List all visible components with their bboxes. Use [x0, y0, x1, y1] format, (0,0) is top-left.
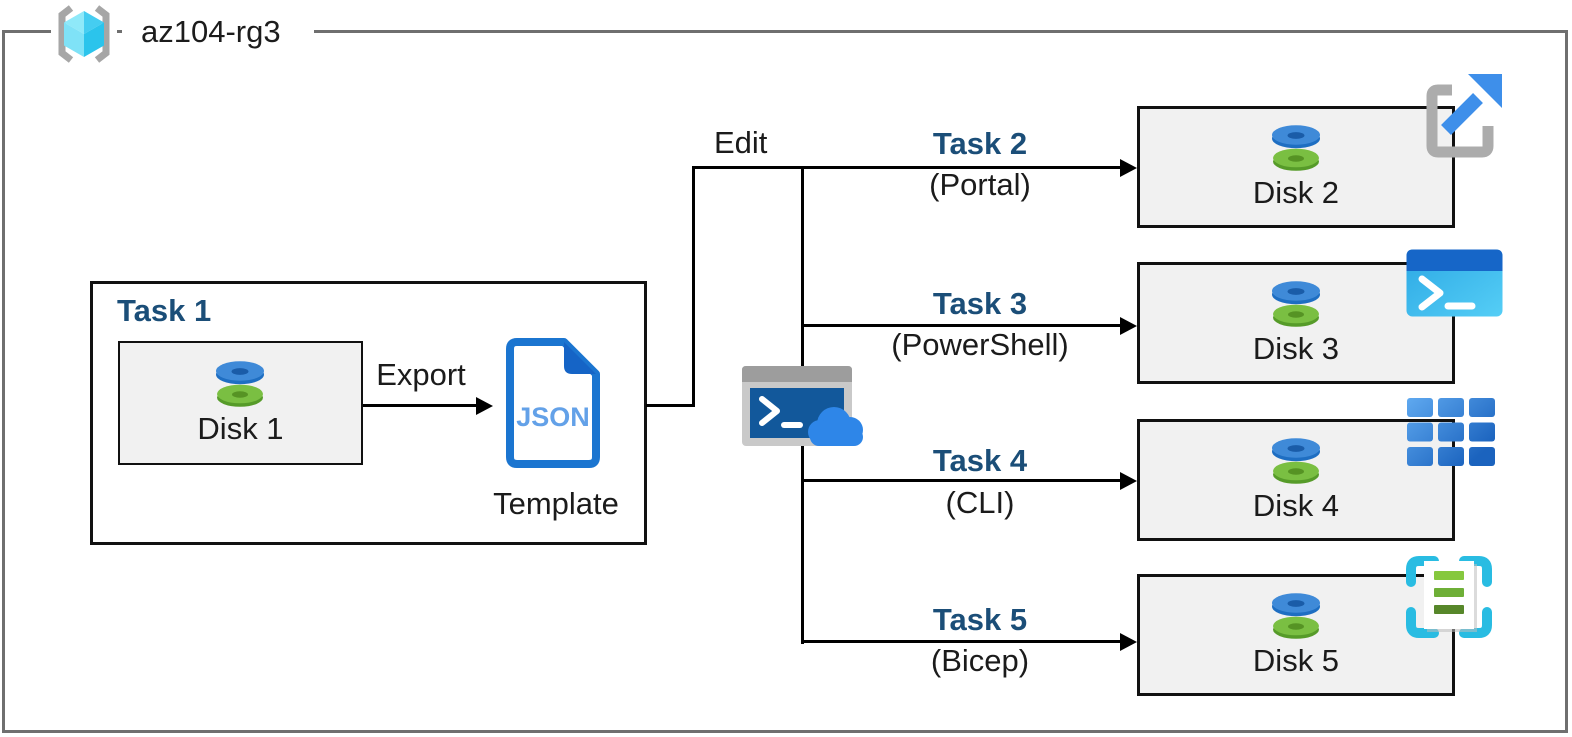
disk5-label: Disk 5 — [1252, 642, 1340, 678]
disk2-label: Disk 2 — [1252, 174, 1340, 210]
disk4-box: Disk 4 — [1137, 419, 1455, 541]
cli-icon — [1407, 398, 1495, 466]
task3-arrowhead — [1120, 317, 1137, 335]
disk3-label: Disk 3 — [1252, 330, 1340, 366]
template-out-connector — [646, 404, 694, 407]
task4-method: (CLI) — [945, 485, 1015, 520]
disk1-label: Disk 1 — [197, 410, 284, 446]
resource-group-frame — [2, 30, 1568, 733]
task2-method: (Portal) — [929, 167, 1031, 202]
task4-label: Task 4 — [932, 443, 1028, 478]
bicep-icon — [1406, 556, 1492, 638]
json-text: JSON — [516, 402, 590, 432]
task5-arrowhead — [1120, 633, 1137, 651]
task1-title: Task 1 — [117, 293, 212, 328]
task5-label: Task 5 — [932, 602, 1028, 637]
export-label: Export — [376, 357, 466, 392]
export-arrowhead — [476, 397, 493, 415]
task3-arrow-line — [801, 324, 1122, 327]
export-arrow-line — [363, 404, 477, 407]
disk-icon — [1271, 124, 1320, 171]
task2-arrowhead — [1120, 159, 1137, 177]
disk1-box: Disk 1 — [118, 341, 363, 465]
task3-label: Task 3 — [932, 286, 1028, 321]
json-template-icon: JSON — [506, 338, 600, 468]
task4-arrowhead — [1120, 472, 1137, 490]
resource-group-name: az104-rg3 — [141, 14, 281, 49]
task3-method: (PowerShell) — [891, 327, 1069, 362]
disk2-box: Disk 2 — [1137, 106, 1455, 228]
edit-connector-vertical — [692, 166, 695, 407]
disk-icon — [216, 360, 264, 407]
disk4-label: Disk 4 — [1252, 487, 1340, 523]
resource-group-icon — [51, 3, 117, 65]
cloud-glyph — [808, 407, 863, 446]
disk-icon — [1271, 437, 1320, 484]
task2-label: Task 2 — [932, 126, 1028, 161]
disk3-box: Disk 3 — [1137, 262, 1455, 384]
task4-arrow-line — [801, 479, 1122, 482]
powershell-icon — [1406, 249, 1503, 317]
disk-icon — [1271, 592, 1320, 639]
edit-label: Edit — [714, 125, 768, 160]
portal-icon — [1426, 74, 1502, 158]
disk5-box: Disk 5 — [1137, 574, 1455, 696]
cloud-shell-icon — [742, 366, 863, 446]
task5-method: (Bicep) — [930, 643, 1030, 678]
title-background — [122, 24, 314, 38]
task5-arrow-line — [801, 640, 1122, 643]
template-label: Template — [493, 486, 619, 521]
task2-arrow-line — [692, 166, 1122, 169]
disk-icon — [1271, 280, 1320, 327]
